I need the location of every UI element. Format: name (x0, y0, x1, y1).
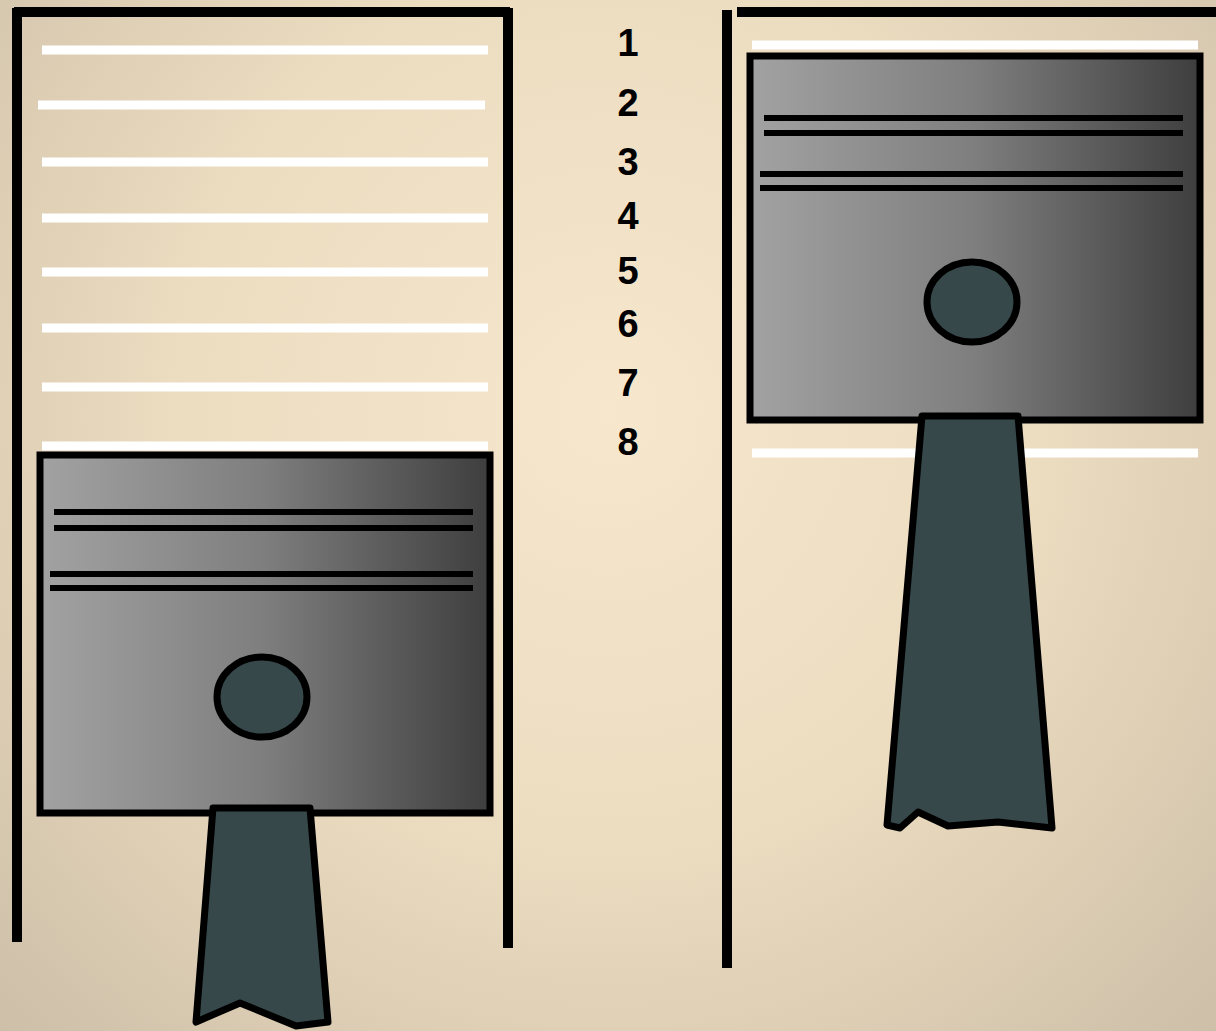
cylinder-right (727, 10, 1216, 968)
piston-right (750, 56, 1200, 828)
callout-number: 1 (617, 23, 638, 63)
callout-number: 8 (617, 422, 638, 462)
callout-number: 6 (617, 304, 638, 344)
callout-number: 4 (617, 196, 638, 236)
callout-number: 5 (617, 251, 638, 291)
piston-left (40, 455, 490, 1026)
callout-number: 3 (617, 142, 638, 182)
callout-number: 2 (617, 83, 638, 123)
callout-number: 7 (617, 363, 638, 403)
